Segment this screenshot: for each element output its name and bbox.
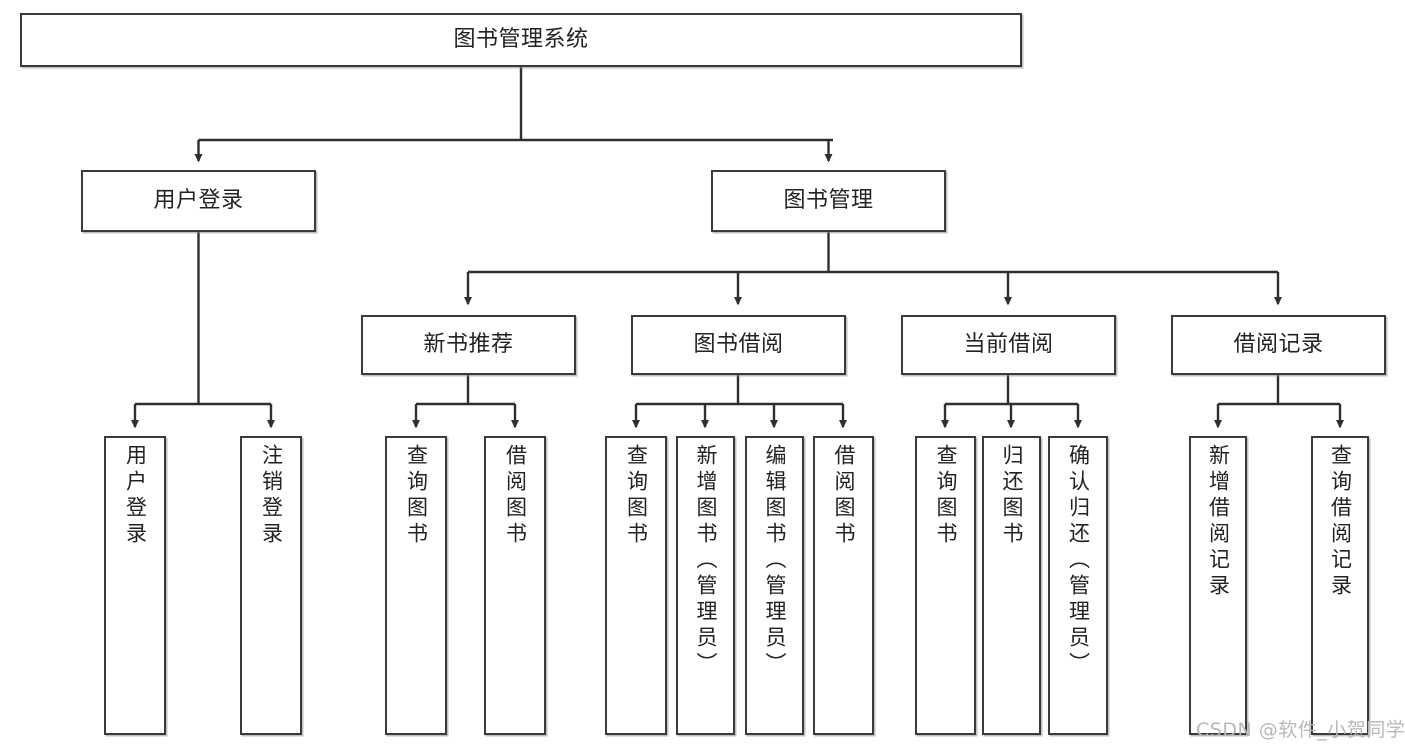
leaf-leaf-query-record-label: 查询借阅记录 — [1328, 444, 1353, 600]
leaf-leaf-query-book-cur-label: 查询图书 — [934, 444, 958, 548]
leaf-leaf-add-record[interactable]: 新增借阅记录 — [1189, 436, 1247, 735]
leaf-leaf-return-book-label: 归还图书 — [1000, 444, 1024, 548]
leaf-leaf-return-book[interactable]: 归还图书 — [982, 436, 1041, 735]
leaf-leaf-edit-book-label: 编辑图书（管理员） — [763, 444, 787, 678]
leaf-leaf-query-book-borrow[interactable]: 查询图书 — [605, 436, 667, 735]
node-book-borrow[interactable]: 图书借阅 — [631, 315, 846, 375]
leaf-leaf-borrow-book[interactable]: 借阅图书 — [813, 436, 874, 735]
leaf-leaf-query-book-rec-label: 查询图书 — [404, 444, 429, 548]
node-current-borrow-label: 当前借阅 — [963, 332, 1054, 358]
node-new-book-rec[interactable]: 新书推荐 — [361, 315, 576, 375]
leaf-leaf-query-book-cur[interactable]: 查询图书 — [915, 436, 976, 735]
csdn-watermark: CSDN @软件_小贺同学 — [1196, 719, 1405, 741]
node-borrow-record-label: 借阅记录 — [1233, 332, 1324, 358]
node-current-borrow[interactable]: 当前借阅 — [901, 315, 1116, 375]
leaf-leaf-confirm-return[interactable]: 确认归还（管理员） — [1048, 436, 1108, 735]
leaf-leaf-logout[interactable]: 注销登录 — [240, 436, 302, 735]
leaf-leaf-query-record[interactable]: 查询借阅记录 — [1311, 436, 1369, 735]
leaf-leaf-edit-book[interactable]: 编辑图书（管理员） — [745, 436, 804, 735]
node-book-borrow-label: 图书借阅 — [693, 332, 784, 358]
leaf-leaf-user-login[interactable]: 用户登录 — [104, 436, 166, 735]
node-user-login-label: 用户登录 — [153, 188, 244, 214]
leaf-leaf-confirm-return-label: 确认归还（管理员） — [1066, 444, 1091, 678]
leaf-leaf-borrow-book-label: 借阅图书 — [832, 444, 856, 548]
node-new-book-rec-label: 新书推荐 — [423, 332, 514, 358]
leaf-leaf-borrow-book-rec-label: 借阅图书 — [503, 444, 528, 548]
leaf-leaf-add-record-label: 新增借阅记录 — [1206, 444, 1231, 600]
leaf-leaf-user-login-label: 用户登录 — [123, 444, 148, 548]
node-root-label: 图书管理系统 — [453, 27, 589, 53]
leaf-leaf-add-book[interactable]: 新增图书（管理员） — [676, 436, 735, 735]
leaf-leaf-borrow-book-rec[interactable]: 借阅图书 — [484, 436, 546, 735]
leaf-leaf-logout-label: 注销登录 — [259, 444, 284, 548]
leaf-leaf-query-book-borrow-label: 查询图书 — [624, 444, 649, 548]
node-borrow-record[interactable]: 借阅记录 — [1171, 315, 1386, 375]
leaf-leaf-query-book-rec[interactable]: 查询图书 — [385, 436, 447, 735]
leaf-leaf-add-book-label: 新增图书（管理员） — [694, 444, 718, 678]
node-book-manage-label: 图书管理 — [783, 188, 874, 214]
node-user-login[interactable]: 用户登录 — [81, 170, 316, 232]
node-root[interactable]: 图书管理系统 — [20, 13, 1022, 67]
node-book-manage[interactable]: 图书管理 — [711, 170, 946, 232]
